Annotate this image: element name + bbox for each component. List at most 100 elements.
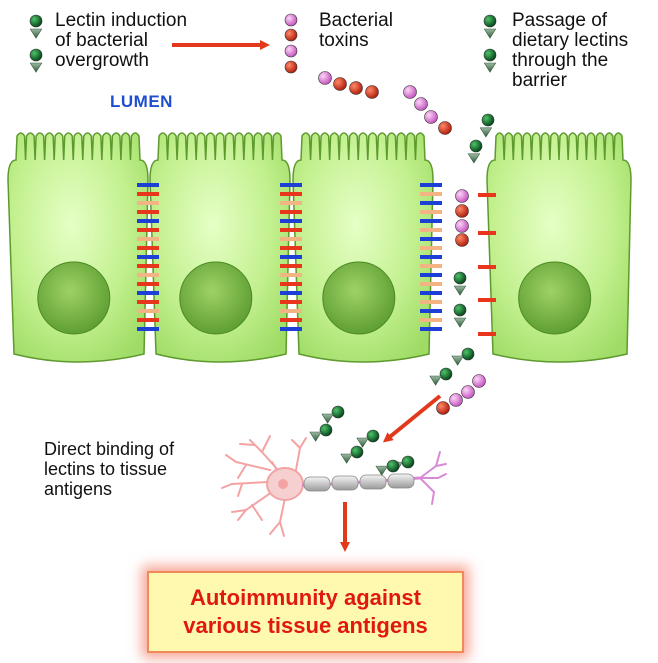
toxin-bead (365, 85, 379, 99)
junction-strand (137, 237, 159, 241)
lectin-tail (453, 317, 467, 328)
junction-strand (280, 255, 302, 259)
junction-strand (280, 291, 302, 295)
toxin-bead (438, 121, 452, 135)
junction-strand (280, 210, 302, 214)
junction-strand (280, 273, 302, 277)
lectin-tail (483, 62, 497, 73)
cell-nucleus (179, 261, 253, 335)
lectin-ball (439, 367, 453, 381)
junction-strand (280, 183, 302, 187)
arrow-to-neuron (382, 394, 442, 443)
tight-junctions (137, 183, 496, 336)
lectin-tail (467, 153, 481, 164)
junction-strand (420, 327, 442, 331)
junction-strand (280, 192, 302, 196)
junction-strand (137, 219, 159, 223)
junction-strand (420, 255, 442, 259)
outcome-line-1: Autoimmunity against (189, 585, 421, 610)
junction-strand (280, 237, 302, 241)
lectin-ball (483, 14, 497, 28)
toxin-bead (436, 401, 450, 415)
junction-strand (280, 309, 302, 313)
lectin-ball (29, 14, 43, 28)
lectin-tail (29, 28, 43, 39)
lectin-tail (451, 355, 464, 366)
cell-nucleus (37, 261, 111, 335)
junction-strand (137, 291, 159, 295)
junction-strand (420, 192, 442, 196)
label-lectin-induction: Lectin induction of bacterial overgrowth (55, 10, 188, 71)
cell-nucleus (518, 261, 592, 335)
junction-strand (280, 282, 302, 286)
disrupted-junction-strand (478, 298, 496, 302)
lectin-ball (453, 303, 467, 317)
junction-strand (420, 300, 442, 304)
lectin-tail (453, 285, 467, 296)
toxin-bead (455, 189, 469, 203)
junction-strand (420, 309, 442, 313)
junction-strand (280, 228, 302, 232)
outcome-box: Autoimmunity against various tissue anti… (147, 571, 464, 653)
toxin-bead (284, 28, 298, 42)
toxin-bead (414, 97, 428, 111)
lectin-ball (29, 48, 43, 62)
junction-strand (137, 246, 159, 250)
junction-strand (280, 264, 302, 268)
disrupted-junction-strand (478, 193, 496, 197)
junction-strand (420, 273, 442, 277)
junction-strand (137, 309, 159, 313)
lectin-ball (469, 139, 483, 153)
junction-strand (420, 264, 442, 268)
junction-strand (137, 318, 159, 322)
junction-strand (280, 219, 302, 223)
junction-strand (280, 201, 302, 205)
toxin-bead (284, 13, 298, 27)
junction-strand (420, 183, 442, 187)
junction-strand (137, 264, 159, 268)
lectin-tail (321, 413, 334, 424)
junction-strand (137, 255, 159, 259)
junction-strand (137, 183, 159, 187)
toxin-bead (455, 233, 469, 247)
epithelial-cell-layer (7, 132, 632, 363)
junction-strand (137, 327, 159, 331)
toxin-bead (472, 374, 486, 388)
lectin-tail (29, 62, 43, 73)
junction-strand (420, 210, 442, 214)
molecules-layer (29, 13, 497, 476)
junction-strand (420, 219, 442, 223)
toxin-bead (455, 219, 469, 233)
lectin-tail (375, 465, 388, 476)
junction-strand (280, 318, 302, 322)
junction-strand (137, 201, 159, 205)
junction-strand (420, 201, 442, 205)
junction-strand (280, 246, 302, 250)
junction-strand (137, 210, 159, 214)
label-direct-binding: Direct binding of lectins to tissue anti… (44, 439, 175, 499)
neuron (221, 435, 447, 537)
junction-strand (280, 327, 302, 331)
lectin-tail (483, 28, 497, 39)
junction-strand (137, 273, 159, 277)
lectin-ball (350, 445, 364, 459)
junction-strand (420, 237, 442, 241)
lectin-tail (340, 453, 353, 464)
myelin-sheath (303, 473, 415, 492)
neuron-nucleus (278, 479, 288, 489)
label-lumen: LUMEN (110, 92, 173, 111)
toxin-bead (333, 77, 347, 91)
lectin-ball (453, 271, 467, 285)
lectin-tail (309, 431, 322, 442)
toxin-bead (461, 385, 475, 399)
junction-strand (280, 300, 302, 304)
lectin-ball (366, 429, 380, 443)
lectin-tail (429, 375, 442, 386)
cell-nucleus (322, 261, 396, 335)
junction-strand (420, 318, 442, 322)
junction-strand (420, 228, 442, 232)
junction-strand (420, 246, 442, 250)
junction-strand (420, 291, 442, 295)
lectin-ball (319, 423, 333, 437)
